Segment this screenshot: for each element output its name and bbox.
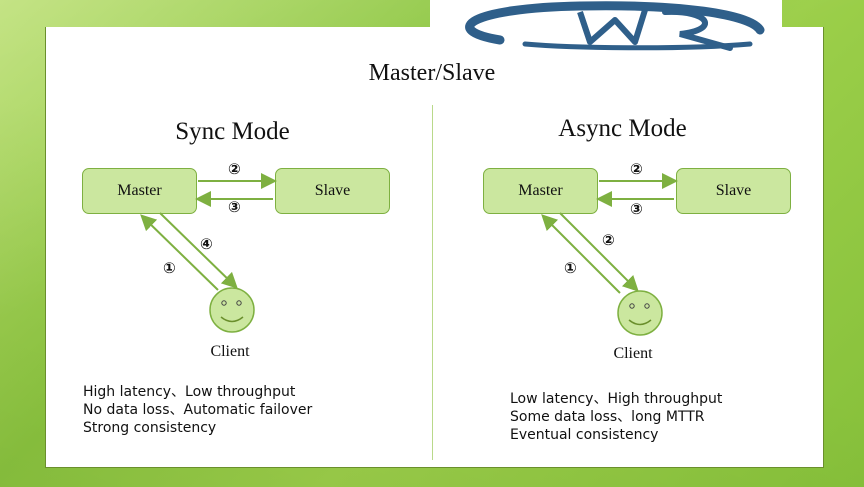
async-note-3: Eventual consistency [510,427,659,443]
async-mode-heading: Async Mode [558,115,687,142]
async-step-client-down: ② [602,231,615,249]
async-arrow-client-up [541,214,621,294]
sync-arrow-client-down [159,212,238,289]
async-master-node: Master [483,168,598,214]
sync-step-client-down: ④ [200,235,213,253]
async-step-to-slave: ② [630,160,643,178]
async-notes: Low latency、High throughput Some data lo… [510,390,722,444]
sync-note-2: No data loss、Automatic failover [83,402,313,418]
async-slave-node: Slave [676,168,791,214]
sync-step-from-slave: ③ [228,198,241,216]
sync-arrow-client-up [140,214,219,291]
async-note-1: Low latency、High throughput [510,391,723,407]
sync-client-face-icon [209,287,255,333]
async-client-label: Client [613,345,653,362]
async-step-from-slave: ③ [630,200,643,218]
sync-notes: High latency、Low throughput No data loss… [83,383,312,437]
column-divider [432,105,433,460]
sync-client-label: Client [210,343,250,360]
sync-master-node: Master [82,168,197,214]
sync-note-3: Strong consistency [83,420,217,436]
page-title: Master/Slave [368,60,496,86]
logo [430,0,782,52]
async-step-client-up: ① [564,259,577,277]
sync-mode-heading: Sync Mode [175,118,290,145]
async-client-face-icon [617,290,663,336]
async-note-2: Some data loss、long MTTR [510,409,705,425]
sync-step-client-up: ① [163,259,176,277]
sync-note-1: High latency、Low throughput [83,384,296,400]
sync-step-to-slave: ② [228,160,241,178]
async-arrow-client-down [559,212,639,292]
sync-slave-node: Slave [275,168,390,214]
